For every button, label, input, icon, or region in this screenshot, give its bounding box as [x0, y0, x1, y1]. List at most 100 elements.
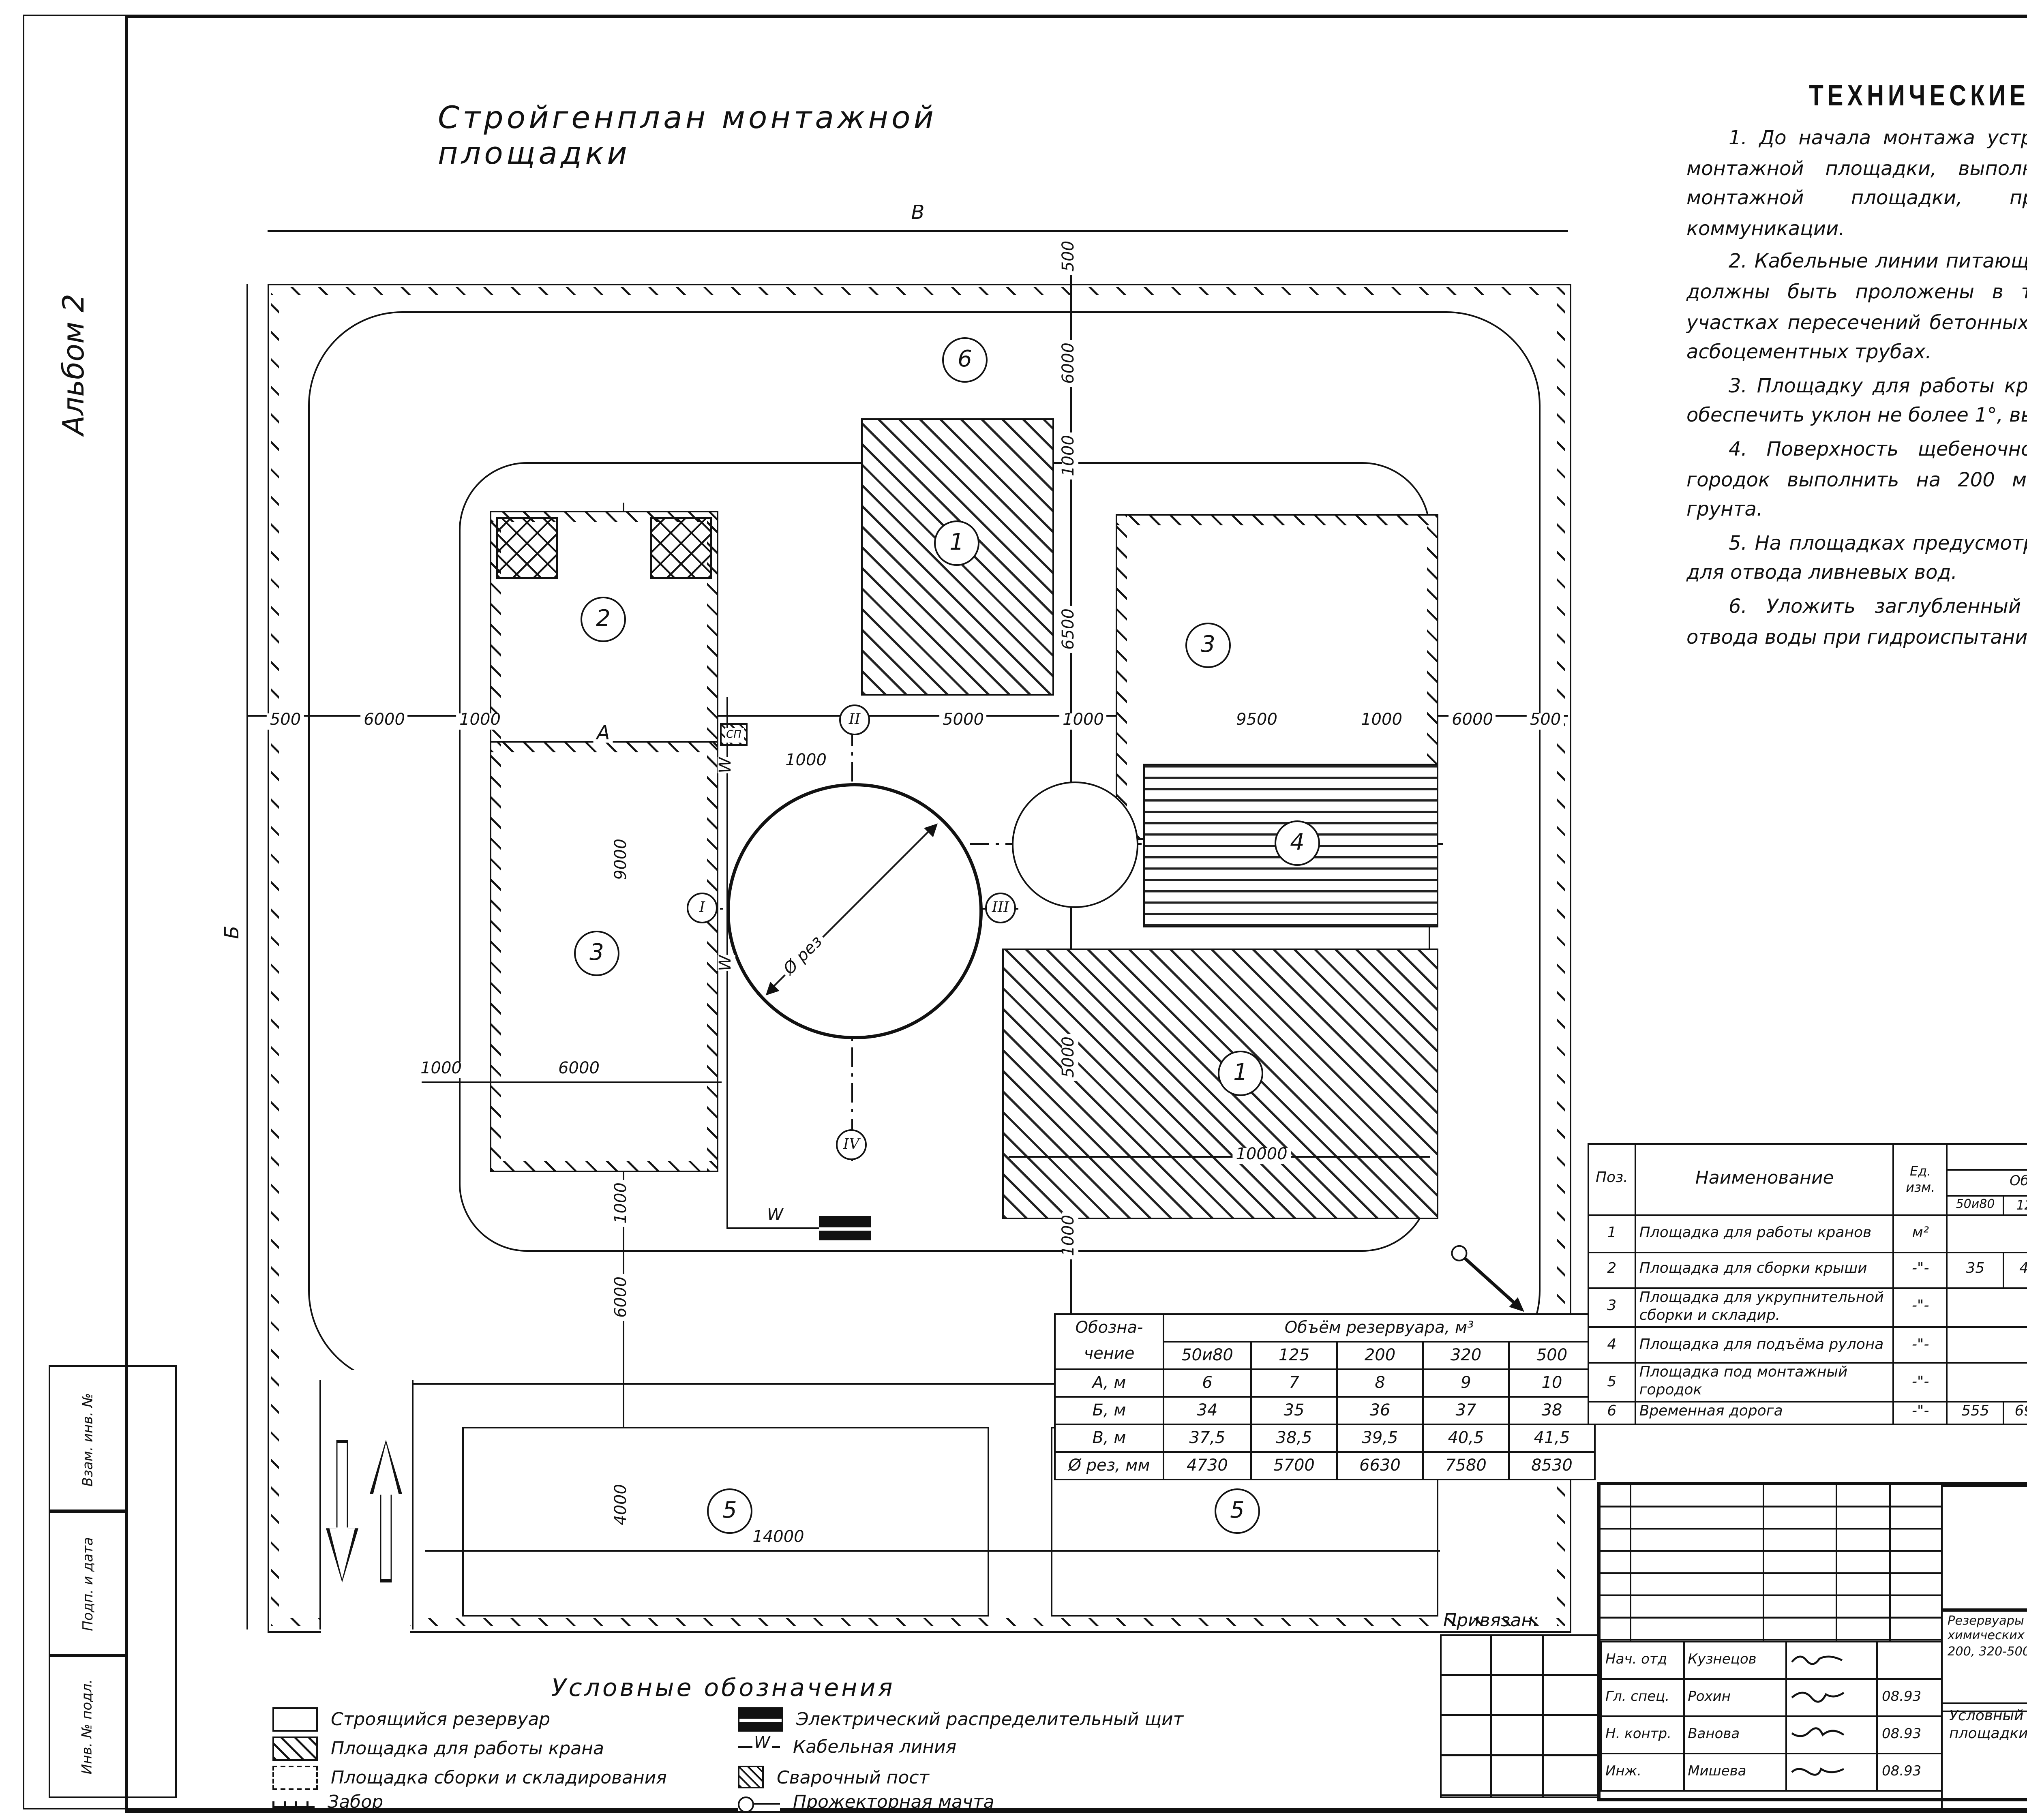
tech-item: 1. До начала монтажа устроить кольцевой …	[1686, 126, 2027, 240]
fence-symbol	[272, 1799, 315, 1808]
pad-number-3-right: 3	[1185, 623, 1231, 668]
size-row-B: Б, м 34 35 36 37 38	[1054, 1396, 1596, 1425]
entrance-edge-left	[319, 1380, 321, 1629]
stamp-vzam-inv: Взам. инв. №	[49, 1365, 128, 1513]
size-table-header: Объём резервуара, м³	[1163, 1313, 1596, 1343]
tank-symbol	[272, 1707, 318, 1732]
pad2-corner-hatch	[496, 517, 558, 579]
dim-letter-A: А	[593, 723, 613, 743]
privyazan-grid	[1440, 1634, 1601, 1798]
project-description: Резервуары вертикальные для агрессивных …	[1941, 1608, 2027, 1712]
fence-ticks-right	[1557, 287, 1565, 1626]
spec-row-6: 6 Временная дорога -"- 555 690 714 738 7…	[1588, 1401, 2027, 1425]
dim-line-total-height	[246, 284, 249, 1629]
title-block: Нач. отд Кузнецов Гл. спец. Рохин 08.93 …	[1597, 1482, 2027, 1811]
signature-mark	[1785, 1753, 1879, 1792]
dim-letter-B: Б	[221, 922, 243, 942]
col-qty: Количество	[1946, 1143, 2027, 1171]
dim-label: 9500	[1233, 713, 1281, 730]
reservoir-size-table: Обозна- Объём резервуара, м³ чение 50и80…	[1054, 1313, 1596, 1480]
dim-label: 6000	[1448, 713, 1496, 730]
tech-item: 4. Поверхность щебеночной площадки под м…	[1686, 437, 2027, 521]
fence-ticks-top	[271, 287, 1565, 295]
stamp-podp-data: Подп. и дата	[49, 1510, 128, 1657]
axis-marker-IV: IV	[836, 1129, 867, 1160]
dim-label: 1000	[456, 713, 504, 730]
spec-row-3: 3 Площадка для укрупнительной сборки и с…	[1588, 1288, 2027, 1328]
dim-label: 6000	[555, 1061, 603, 1078]
dim-letter-V: В	[908, 203, 928, 222]
album-label: Альбом 2	[58, 293, 92, 435]
signer-row: Инж. Мишева 08.93	[1601, 1753, 1943, 1792]
stamp-inv-podl: Инв. № подл.	[49, 1654, 128, 1798]
fence-boundary	[268, 284, 1571, 1633]
dim-line-total-width	[268, 230, 1568, 232]
tank-under-construction	[726, 783, 983, 1039]
cable-line-symbol: W	[738, 1734, 780, 1753]
dim-label: 10000	[1232, 1147, 1291, 1164]
fence-ticks-bottom	[271, 1618, 1565, 1626]
signer-row: Нач. отд Кузнецов	[1601, 1641, 1943, 1680]
pad-number-5b: 5	[1215, 1488, 1260, 1534]
dim-label: 6000	[360, 713, 408, 730]
signer-row: Н. контр. Ванова 08.93	[1601, 1715, 1943, 1754]
dim-label: 500	[266, 713, 304, 730]
size-row-V: В, м 37,5 38,5 39,5 40,5 41,5	[1054, 1424, 1596, 1453]
legend-item-panel: Электрический распределительный щит	[738, 1707, 1183, 1732]
dim-label: 4000	[613, 1481, 631, 1529]
welding-post-symbol	[738, 1766, 764, 1788]
legend-item-storage-pad: Площадка сборки и складирования	[272, 1766, 667, 1790]
drawing-title: Стройгенплан монтажной площадки	[438, 101, 937, 172]
col-unit: Ед. изм.	[1893, 1143, 1948, 1216]
dim-label: 500	[1061, 237, 1078, 275]
dim-label: 1000	[1358, 713, 1406, 730]
legend-item-welding-post: Сварочный пост	[738, 1766, 929, 1788]
pad5-dim-line	[425, 1550, 1440, 1552]
signature-mark	[1785, 1678, 1879, 1717]
areas-spec-table: Поз. Наименование Ед. изм. Количество Кр…	[1588, 1143, 2027, 1425]
dim-label: 1000	[1061, 1212, 1078, 1259]
signature-mark	[1785, 1715, 1879, 1754]
drawing-frame	[125, 15, 2027, 1813]
electrical-panel-icon	[819, 1216, 871, 1240]
tech-item: 5. На площадках предусмотреть общую дрен…	[1686, 531, 2027, 585]
fence-gap	[321, 1617, 410, 1633]
axis-marker-II: II	[839, 704, 870, 735]
dim-label: 6000	[613, 1273, 631, 1321]
pad1b-dim-line	[1009, 1156, 1430, 1158]
mast-symbol	[738, 1794, 780, 1812]
signature-table: Нач. отд Кузнецов Гл. спец. Рохин 08.93 …	[1601, 1641, 1943, 1792]
dim-label: 1000	[1059, 713, 1107, 730]
dim-label: 6000	[1061, 339, 1078, 387]
dim-label: 500	[1526, 713, 1564, 730]
pad3l-dim-line	[422, 1081, 722, 1083]
spec-row-5: 5 Площадка под монтажный городок -"- 56 …	[1588, 1362, 2027, 1403]
privyazan-label: Привязан:	[1443, 1610, 1539, 1631]
pad-number-3-left: 3	[574, 931, 619, 976]
dim-label: 14000	[749, 1530, 808, 1547]
pad-number-6-road: 6	[942, 337, 988, 383]
dim-label: 6500	[1061, 605, 1078, 653]
electrical-panel-symbol	[738, 1707, 783, 1732]
spec-row-4: 4 Площадка для подъёма рулона -"- 54 вып…	[1588, 1326, 2027, 1364]
tech-item: 2. Кабельные линии питающие сети электро…	[1686, 250, 2027, 364]
dim-label: 1000	[613, 1179, 631, 1227]
tech-item: 6. Уложить заглубленный трубопровод для …	[1686, 595, 2027, 648]
size-row-diam: Ø рез, мм 4730 5700 6630 7580 8530	[1054, 1451, 1596, 1480]
cable-w-mark: W	[718, 955, 735, 971]
pad-number-4: 4	[1275, 820, 1320, 866]
dim-chain-horizontal	[246, 715, 1568, 717]
tech-requirements: ТЕХНИЧЕСКИЕ ТРЕБОВАНИЯ 1. До начала монт…	[1686, 81, 2027, 655]
entrance-edge-right	[412, 1380, 414, 1629]
tech-requirements-title: ТЕХНИЧЕСКИЕ ТРЕБОВАНИЯ	[1809, 81, 2027, 113]
sheet-content-title: Условный стройгенплан монтажной площадки…	[1941, 1702, 2027, 1811]
cable-w-mark: W	[718, 757, 735, 773]
document-number: 705-5-045с.89ПМ	[1941, 1485, 2027, 1612]
pad-number-5a: 5	[707, 1488, 752, 1534]
revision-grid	[1601, 1485, 1943, 1641]
cable-w-mark: W	[767, 1207, 783, 1225]
road-gap	[319, 1370, 412, 1388]
dim-label: 1000	[782, 753, 830, 770]
pad-number-1-bottom: 1	[1218, 1051, 1263, 1096]
